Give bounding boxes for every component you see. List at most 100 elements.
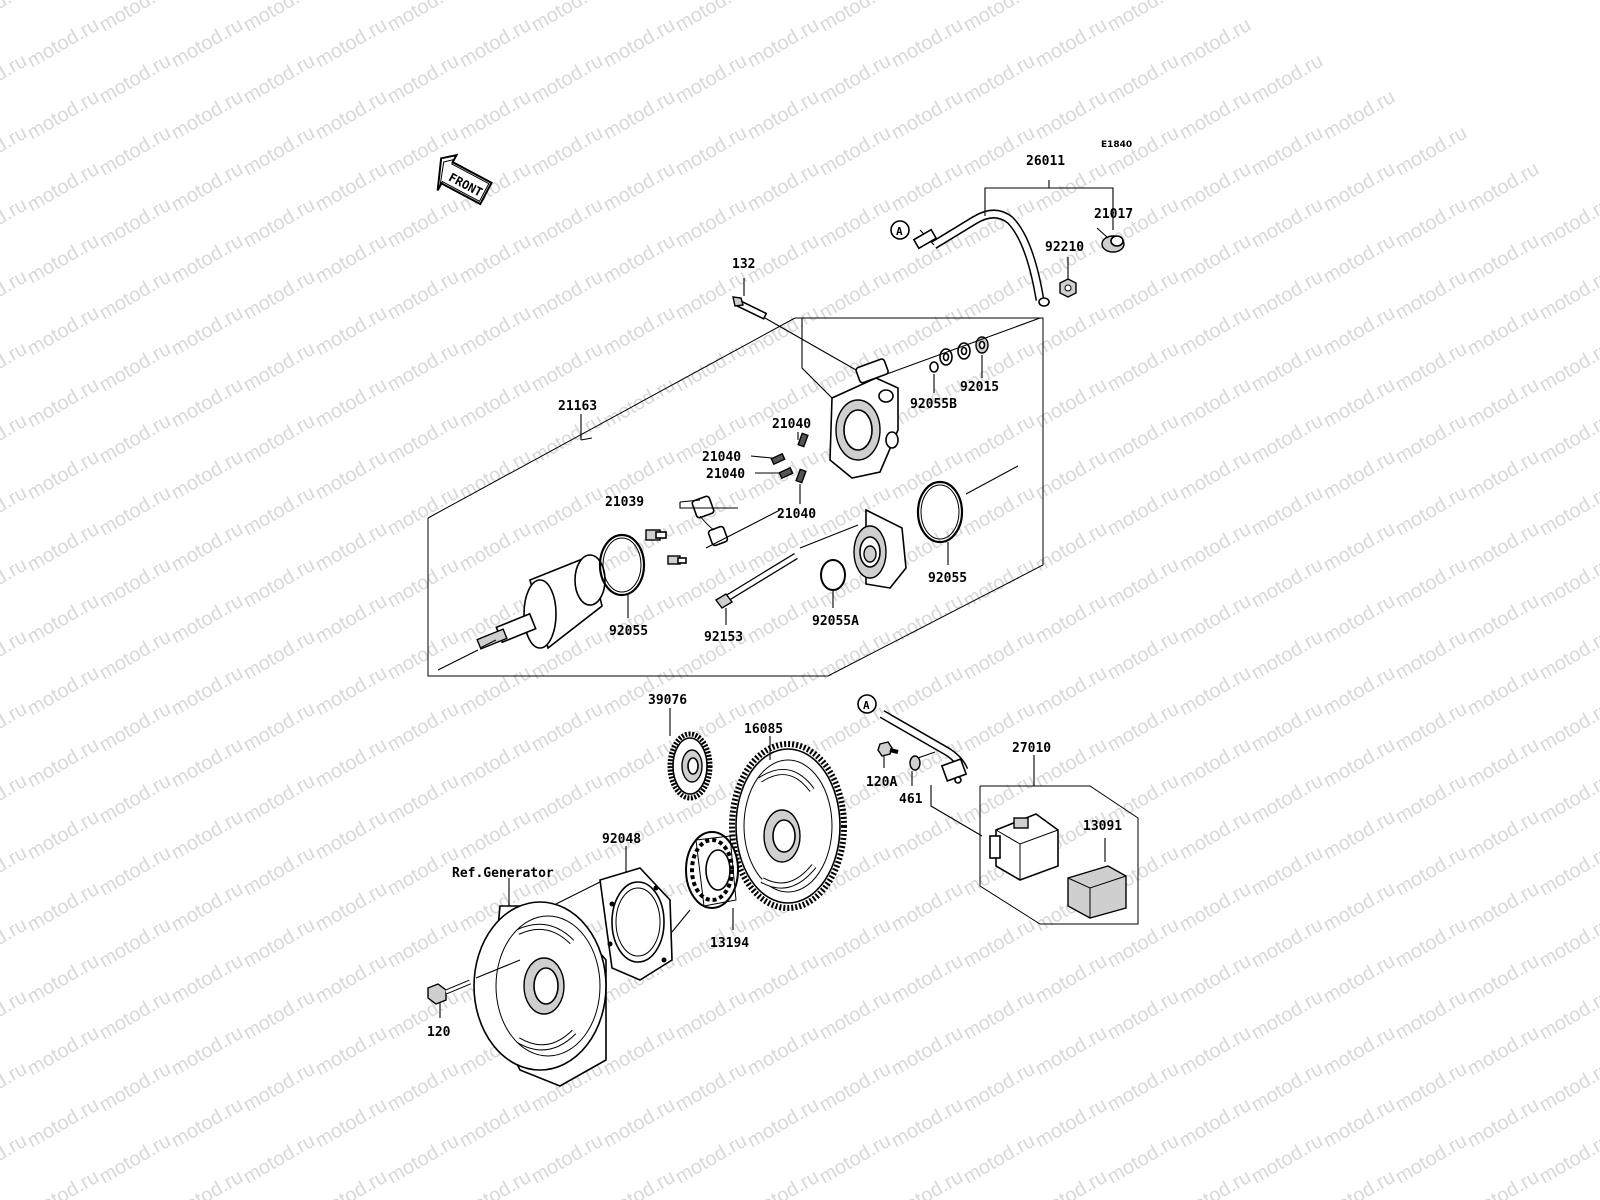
starter-motor-body <box>476 554 606 650</box>
watermark-text: motod.ru <box>168 662 247 721</box>
watermark-text: motod.ru <box>24 950 103 1009</box>
watermark-text: motod.ru <box>1464 1166 1543 1200</box>
watermark-text: motod.ru <box>888 662 967 721</box>
watermark-text: motod.ru <box>384 194 463 253</box>
watermark-text: motod.ru <box>240 1130 319 1189</box>
watermark-text: motod.ru <box>456 86 535 145</box>
watermark-text: motod.ru <box>888 1022 967 1081</box>
starter-ring-gear-16085 <box>729 741 847 911</box>
watermark-text: motod.ru <box>24 1094 103 1153</box>
watermark-text: motod.ru <box>1104 338 1183 397</box>
watermark-text: motod.ru <box>96 410 175 469</box>
watermark-text: motod.ru <box>1320 590 1399 649</box>
watermark-text: motod.ru <box>960 626 1039 685</box>
watermark-text: motod.ru <box>1536 986 1600 1045</box>
watermark-text: motod.ru <box>1176 158 1255 217</box>
watermark-text: motod.ru <box>960 1058 1039 1117</box>
watermark-text: motod.ru <box>1320 446 1399 505</box>
watermark-text: motod.ru <box>1248 770 1327 829</box>
watermark-text: motod.ru <box>1464 1022 1543 1081</box>
watermark-text: motod.ru <box>888 158 967 217</box>
brush-holder-21039 <box>645 495 729 565</box>
watermark-text: motod.ru <box>1104 122 1183 181</box>
watermark-text: motod.ru <box>960 50 1039 109</box>
watermark-text: motod.ru <box>744 1094 823 1153</box>
watermark-text: motod.ru <box>96 338 175 397</box>
watermark-text: motod.ru <box>744 1166 823 1200</box>
watermark-text: motod.ru <box>744 590 823 649</box>
watermark-text: motod.ru <box>1536 338 1600 397</box>
watermark-text: motod.ru <box>888 1166 967 1200</box>
watermark-text: motod.ru <box>96 1130 175 1189</box>
watermark-text: motod.ru <box>384 482 463 541</box>
watermark-text: motod.ru <box>1320 1022 1399 1081</box>
watermark-text: motod.ru <box>1104 698 1183 757</box>
relay-cable <box>879 710 969 784</box>
watermark-text: motod.ru <box>384 770 463 829</box>
watermark-text: motod.ru <box>24 86 103 145</box>
watermark-text: motod.ru <box>1320 158 1399 217</box>
callout-39076: 39076 <box>648 693 687 708</box>
bolt-120 <box>427 979 471 1005</box>
watermark-text: motod.ru <box>816 1058 895 1117</box>
watermark-text: motod.ru <box>1176 14 1255 73</box>
watermark-text: motod.ru <box>312 1166 391 1200</box>
watermark-text: motod.ru <box>240 1058 319 1117</box>
watermark-text: motod.ru <box>96 626 175 685</box>
watermark-text: motod.ru <box>1392 266 1471 325</box>
watermark-text: motod.ru <box>672 986 751 1045</box>
watermark-text: motod.ru <box>1176 806 1255 865</box>
watermark-text: motod.ru <box>600 14 679 73</box>
watermark-text: motod.ru <box>1320 950 1399 1009</box>
watermark-text: motod.ru <box>1248 626 1327 685</box>
watermark-text: motod.ru <box>312 158 391 217</box>
watermark-text: motod.ru <box>744 662 823 721</box>
callout-21039: 21039 <box>605 495 644 510</box>
watermark-text: motod.ru <box>240 0 319 36</box>
watermark-text: motod.ru <box>528 266 607 325</box>
watermark-text: motod.ru <box>1248 50 1327 109</box>
watermark-text: motod.ru <box>168 950 247 1009</box>
watermark-text: motod.ru <box>1464 662 1543 721</box>
watermark-text: motod.ru <box>456 374 535 433</box>
callout-21017: 21017 <box>1094 207 1133 222</box>
watermark-text: motod.ru <box>1176 1094 1255 1153</box>
watermark-text: motod.ru <box>1104 0 1183 36</box>
watermark-text: motod.ru <box>1392 338 1471 397</box>
watermark-text: motod.ru <box>600 1022 679 1081</box>
watermark-text: motod.ru <box>1104 986 1183 1045</box>
callout-21040-bottom: 21040 <box>777 507 816 522</box>
watermark-text: motod.ru <box>96 554 175 613</box>
watermark-text: motod.ru <box>456 14 535 73</box>
watermark-text: motod.ru <box>384 410 463 469</box>
watermark-text: motod.ru <box>1176 518 1255 577</box>
marker-a-label: A <box>896 225 903 238</box>
watermark-text: motod.ru <box>672 338 751 397</box>
watermark-text: motod.ru <box>312 86 391 145</box>
starter-end-cover <box>829 358 899 479</box>
watermark-text: motod.ru <box>312 734 391 793</box>
watermark-text: motod.ru <box>168 302 247 361</box>
watermark-text: motod.ru <box>1392 698 1471 757</box>
watermark-text: motod.ru <box>672 1058 751 1117</box>
watermark-text: motod.ru <box>1032 1166 1111 1200</box>
watermark-text: motod.ru <box>1104 1130 1183 1189</box>
watermark-text: motod.ru <box>312 230 391 289</box>
watermark-text: motod.ru <box>1536 1058 1600 1117</box>
watermark-text: motod.ru <box>960 986 1039 1045</box>
watermark-text: motod.ru <box>1536 698 1600 757</box>
watermark-text: motod.ru <box>672 266 751 325</box>
watermark-text: motod.ru <box>312 302 391 361</box>
watermark-text: motod.ru <box>384 338 463 397</box>
reference-marker-a-top <box>890 220 910 240</box>
watermark-text: motod.ru <box>240 50 319 109</box>
watermark-text: motod.ru <box>1392 1130 1471 1189</box>
watermark-text: motod.ru <box>1320 374 1399 433</box>
watermark-text: motod.ru <box>1464 230 1543 289</box>
bolt-120a <box>877 741 899 757</box>
watermark-text: motod.ru <box>312 1094 391 1153</box>
watermark-text: motod.ru <box>1536 842 1600 901</box>
watermark-text: motod.ru <box>1464 806 1543 865</box>
watermark-text: motod.ru <box>528 482 607 541</box>
watermark-text: motod.ru <box>24 806 103 865</box>
